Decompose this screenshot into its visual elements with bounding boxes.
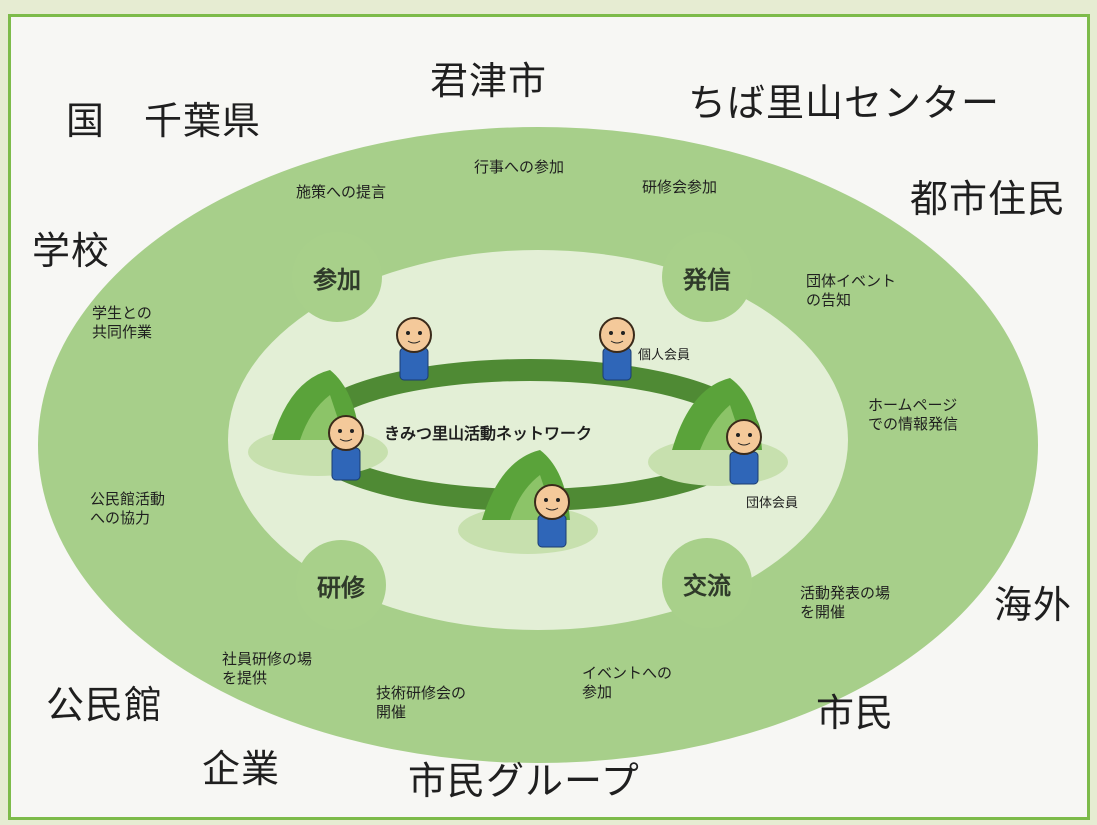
activity-kenshukai-sanka: 研修会参加	[642, 178, 718, 196]
activity-kominkan-katsudo: 公民館活動 への協力	[90, 490, 166, 527]
outer-kimitsu: 君津市	[430, 59, 548, 103]
activity-homepage: ホームページ での情報発信	[868, 396, 959, 433]
circle-koryu: 交流	[662, 538, 752, 628]
person-icon-left	[328, 415, 364, 481]
person-icon-top-left	[396, 317, 432, 381]
person-icon-top-right	[599, 317, 635, 381]
activity-katsudo-happyo: 活動発表の場 を開催	[800, 584, 891, 621]
activity-event-sanka: イベントへの 参加	[582, 664, 673, 701]
outer-shimin-group: 市民グループ	[408, 759, 640, 803]
outer-satoyama-center: ちば里山センター	[688, 81, 1001, 125]
activity-gijutsu-kenshu: 技術研修会の 開催	[376, 684, 467, 721]
inner-ellipse	[228, 250, 848, 630]
outer-kuni-chiba: 国 千葉県	[66, 99, 262, 143]
circle-sanka: 参加	[292, 232, 382, 322]
dantai-label: 団体会員	[746, 496, 799, 511]
activity-dantai-event: 団体イベント の告知	[806, 272, 897, 309]
outer-gakko: 学校	[32, 229, 111, 273]
outer-kominkan: 公民館	[46, 683, 164, 727]
outer-kaigai: 海外	[994, 583, 1073, 627]
person-icon-bottom	[534, 484, 570, 548]
activity-shain-kenshu: 社員研修の場 を提供	[222, 650, 313, 687]
activity-gyoji: 行事への参加	[474, 158, 565, 176]
circle-hasshin: 発信	[662, 232, 752, 322]
kojin-label: 個人会員	[638, 348, 691, 363]
outer-shimin: 市民	[816, 691, 895, 735]
activity-shisaku: 施策への提言	[296, 183, 387, 201]
activity-gakusei: 学生との 共同作業	[92, 304, 153, 341]
network-label: きみつ里山活動ネットワーク	[384, 424, 593, 443]
outer-toshi-jumin: 都市住民	[910, 177, 1067, 221]
person-icon-right	[726, 419, 762, 485]
outer-kigyo: 企業	[202, 747, 281, 791]
circle-kenshu: 研修	[296, 540, 386, 630]
